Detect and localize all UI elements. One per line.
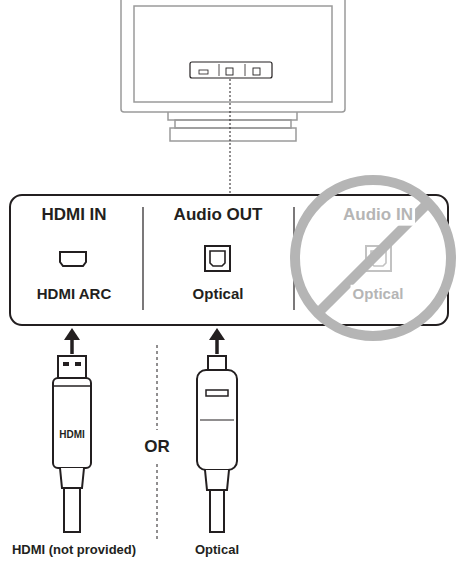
or-label: OR: [144, 438, 170, 457]
port-heading: Audio OUT: [174, 206, 263, 225]
port-heading-disabled: Audio IN: [341, 205, 415, 226]
port-type: Optical: [193, 286, 244, 303]
cable-label: Optical: [195, 543, 239, 557]
separator: [157, 345, 158, 430]
tv-drawing: [121, 0, 345, 141]
divider: [142, 207, 143, 310]
hdmi-cable: [53, 328, 91, 532]
leader-line: [230, 79, 231, 195]
optical-cable: [197, 328, 237, 532]
cable-label: HDMI (not provided): [12, 543, 136, 557]
plug-label: HDMI: [59, 429, 85, 440]
hdmi-port-icon: [60, 252, 86, 266]
tv-port-panel: [190, 62, 272, 78]
optical-port-icon: [205, 246, 230, 271]
port-type-disabled: Optical: [351, 285, 406, 304]
port-heading: HDMI IN: [41, 206, 106, 225]
port-type: HDMI ARC: [37, 286, 111, 303]
prohibition-symbol: [295, 180, 451, 336]
port-panel: [10, 195, 448, 325]
separator: [157, 464, 158, 540]
